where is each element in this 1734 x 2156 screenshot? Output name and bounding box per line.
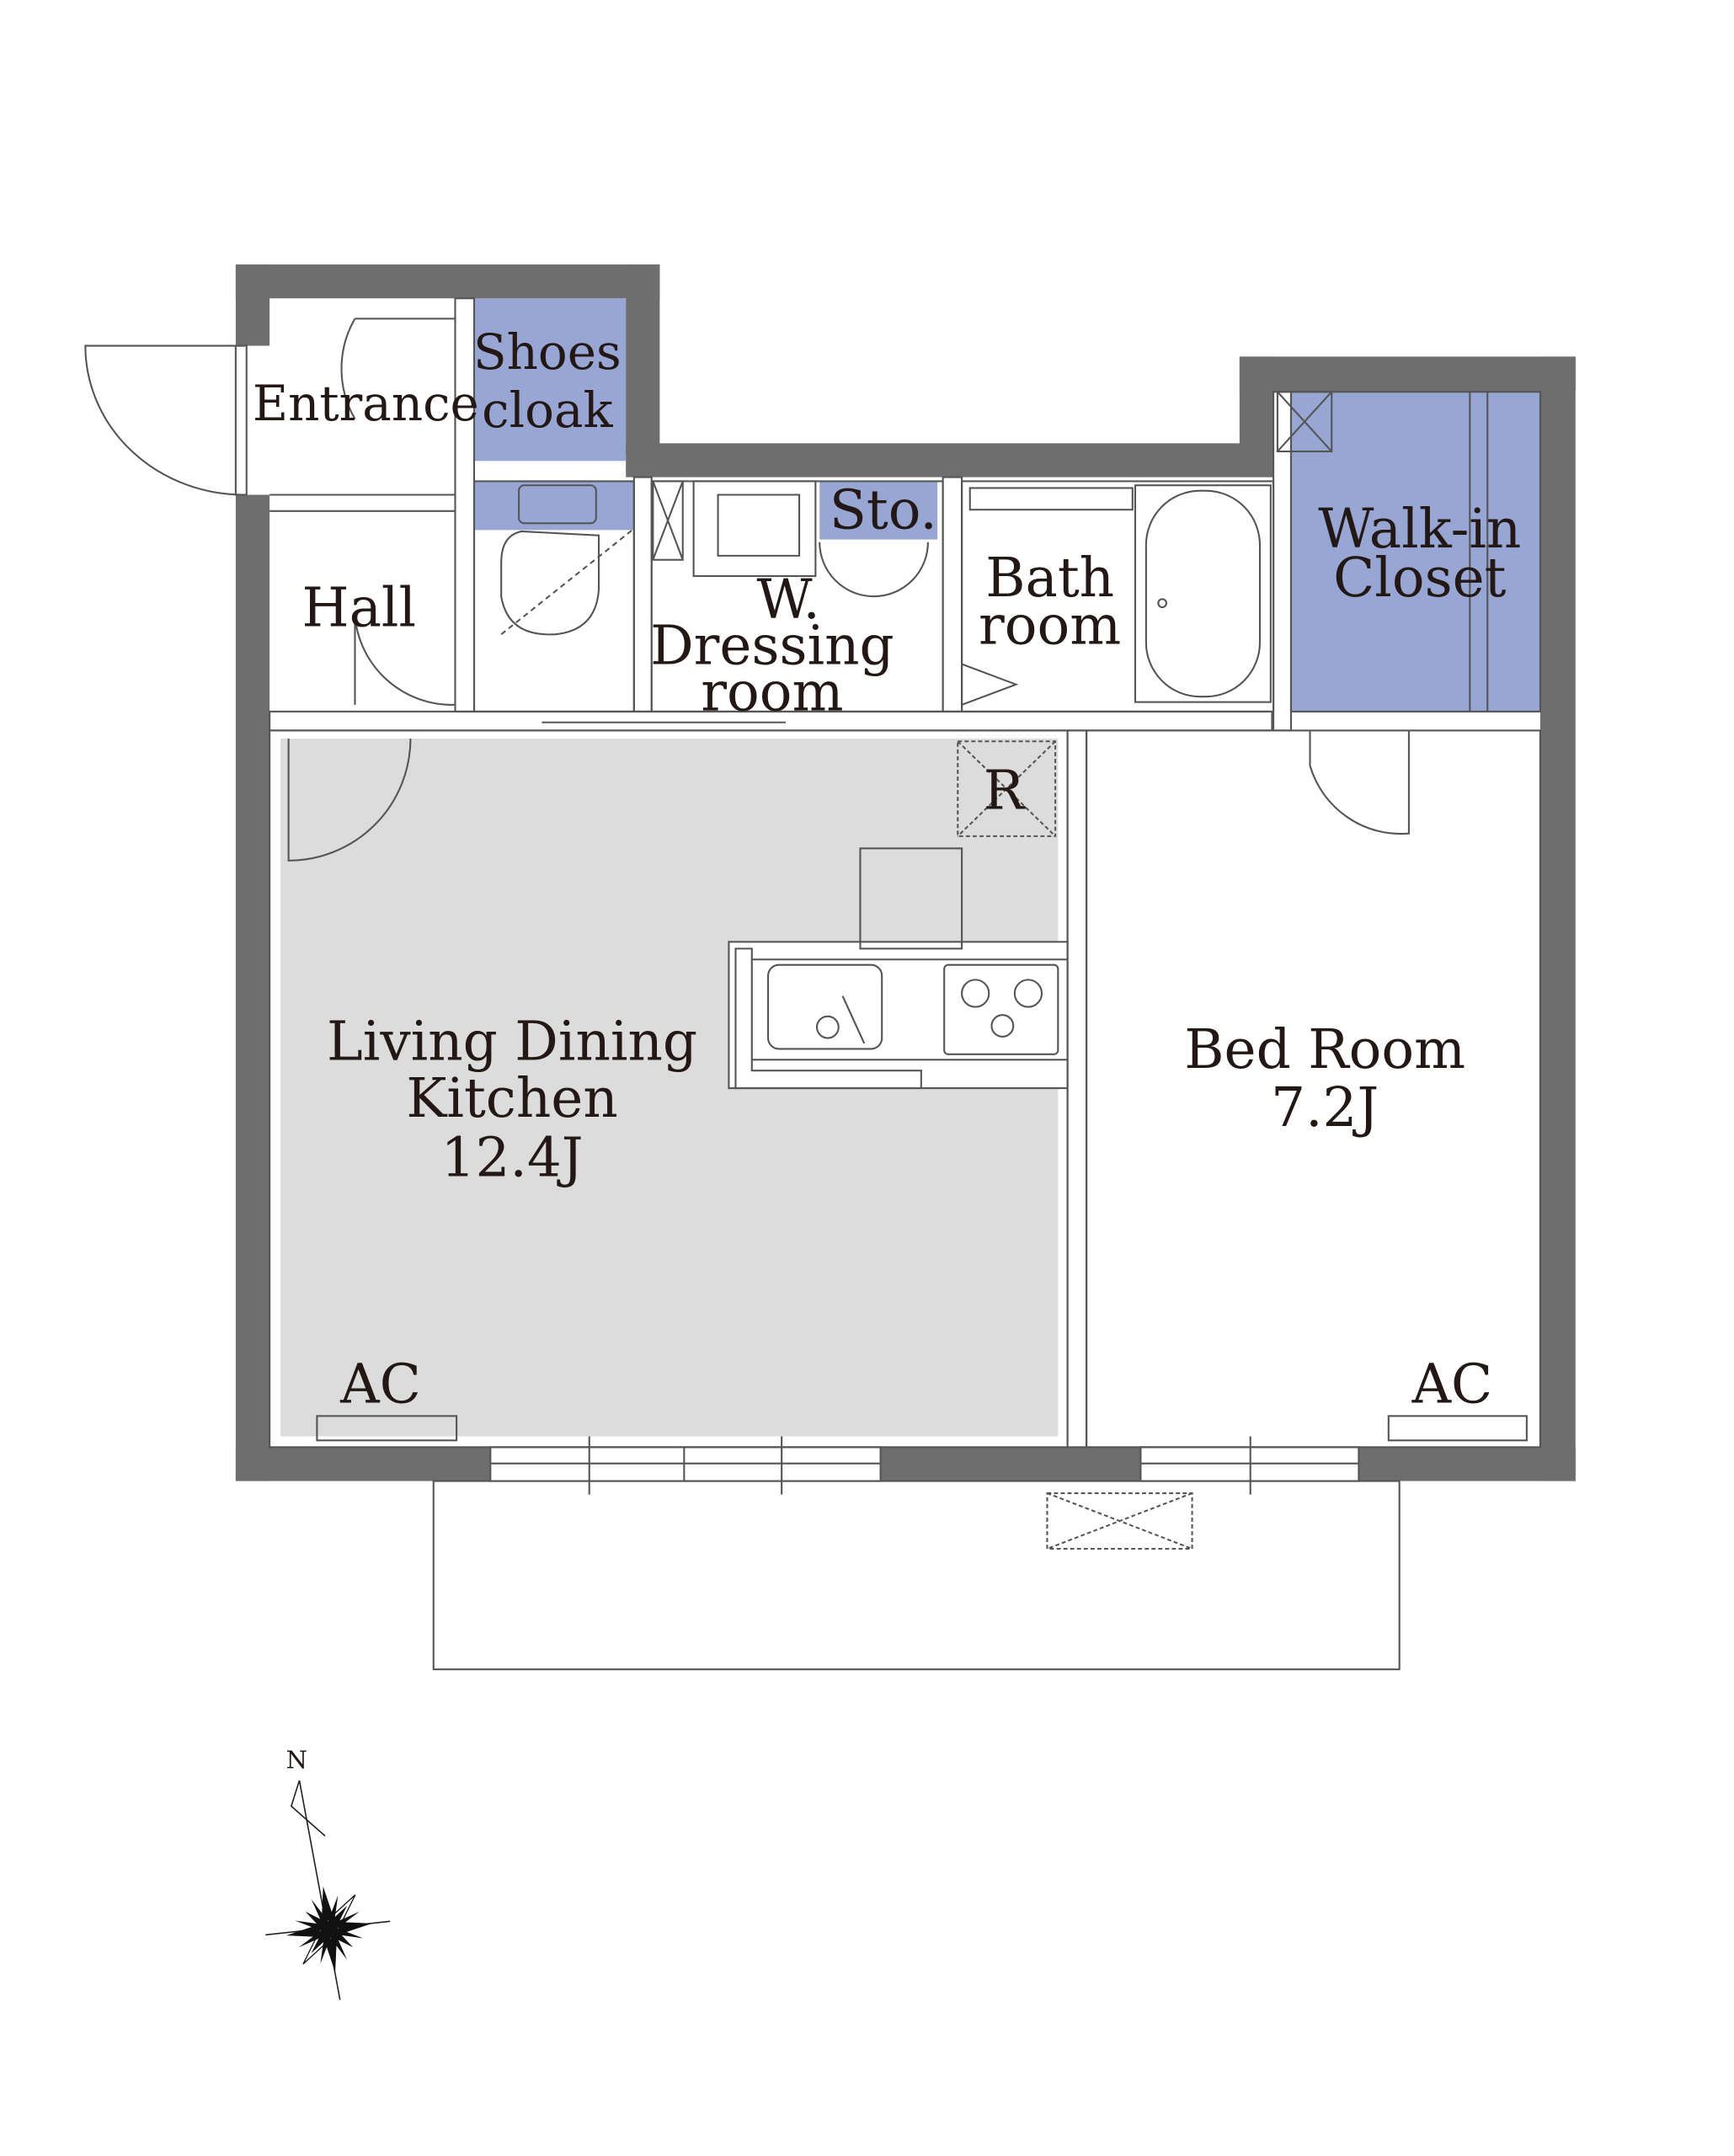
label-bedroom: Bed Room [1184,1018,1465,1081]
ac-unit-ldk [316,1415,458,1442]
label-washroom-w: W. [757,568,820,632]
shoes-cloak-fill [474,298,627,462]
compass-rose-icon: N [265,1746,391,2000]
label-closet: Closet [1333,547,1507,610]
label-ldk-1: Living Dining [327,1010,697,1073]
kitchen-counter-icon [728,941,1069,1090]
label-washroom-room: room [701,660,843,723]
storage-fill [819,481,938,540]
label-entrance: Entrance [253,375,479,432]
label-bath-room: room [979,594,1121,657]
label-ac-bedroom: AC [1411,1353,1493,1416]
balcony [432,1480,1401,1671]
label-ac-ldk: AC [339,1353,421,1416]
refrigerator-space [957,740,1057,837]
bathtub-icon [968,484,1272,703]
doors [84,318,1410,862]
label-bath: Bath [985,547,1114,610]
label-shoes: Shoes [473,323,622,381]
appliance-box [859,847,963,950]
label-cloak: cloak [482,382,613,439]
pipe-shaft-icon [1276,391,1333,453]
walk-in-closet-fill [1290,392,1540,712]
label-walkin: Walk-in [1318,498,1521,561]
label-ldk-2: Kitchen [406,1067,617,1130]
sink-vanity-icon [652,480,817,578]
label-refrigerator: R [984,760,1026,823]
label-bedroom-size: 7.2J [1271,1076,1379,1139]
kitchen-counter [728,942,1068,1089]
ac-unit-bedroom [1387,1415,1528,1442]
compass-north-label: N [286,1746,307,1774]
label-hall: Hall [301,577,416,640]
outdoor-unit [1046,1492,1193,1550]
toilet-cabinet-fill [474,481,634,531]
toilet-icon [500,484,635,636]
label-washroom-dressing: Dressing [650,615,894,678]
label-storage: Sto. [830,479,937,542]
exterior-walls [235,264,1576,1481]
label-ldk-size: 12.4J [441,1127,584,1190]
